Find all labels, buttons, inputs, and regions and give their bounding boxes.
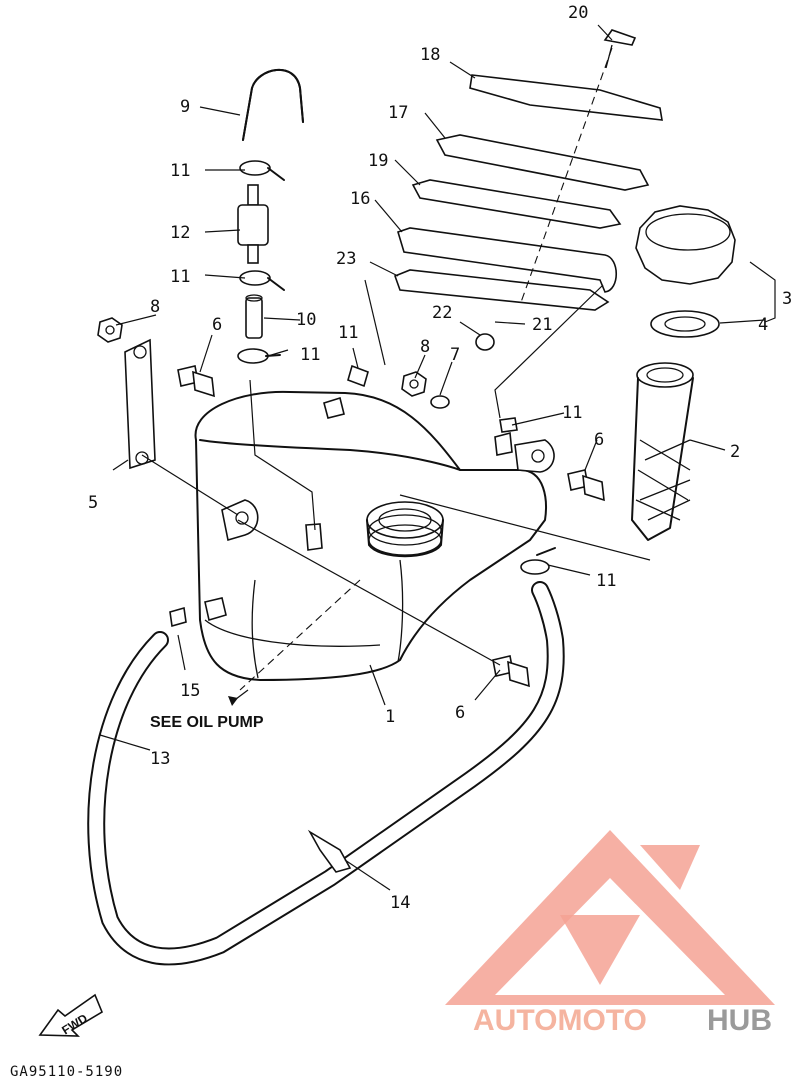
hose-clamps bbox=[237, 160, 556, 575]
fwd-arrow-icon: FWD bbox=[38, 993, 104, 1037]
callout-2: 2 bbox=[730, 442, 740, 462]
strainer bbox=[631, 362, 694, 541]
callout-20: 20 bbox=[568, 3, 588, 23]
callout-11f: 11 bbox=[596, 571, 616, 591]
tank-cap bbox=[635, 205, 736, 285]
callout-6c: 6 bbox=[455, 703, 465, 723]
callout-3: 3 bbox=[782, 289, 792, 309]
callout-11e: 11 bbox=[562, 403, 582, 423]
callout-17: 17 bbox=[388, 103, 408, 123]
cover-plates bbox=[393, 29, 663, 311]
callout-8a: 8 bbox=[150, 297, 160, 317]
callout-4: 4 bbox=[758, 315, 768, 335]
callout-labels: 1 2 3 4 5 6 6 6 7 8 8 9 10 11 11 11 11 1… bbox=[88, 3, 792, 913]
callout-10: 10 bbox=[296, 310, 316, 330]
callout-6b: 6 bbox=[594, 430, 604, 450]
callout-6a: 6 bbox=[212, 315, 222, 335]
return-hose bbox=[87, 581, 565, 966]
callout-11a: 11 bbox=[170, 161, 190, 181]
leader-lines bbox=[99, 24, 776, 891]
cap-seal bbox=[650, 310, 720, 338]
watermark-brand-part1: AUTOMOTO bbox=[473, 1004, 647, 1037]
callout-12: 12 bbox=[170, 223, 190, 243]
callout-21: 21 bbox=[532, 315, 552, 335]
callout-9: 9 bbox=[180, 97, 190, 117]
bracket bbox=[124, 338, 156, 470]
callout-11d: 11 bbox=[338, 323, 358, 343]
inline-filter bbox=[237, 184, 269, 264]
callout-1: 1 bbox=[385, 707, 395, 727]
watermark-text: AUTOMOTO HUB bbox=[473, 1004, 772, 1037]
see-oil-pump-note: SEE OIL PUMP bbox=[150, 714, 264, 731]
callout-22: 22 bbox=[432, 303, 452, 323]
watermark-brand-part2: HUB bbox=[707, 1004, 772, 1037]
oil-tank bbox=[194, 390, 555, 681]
note-arrowhead-icon bbox=[228, 696, 238, 706]
bolts-and-nuts bbox=[97, 317, 605, 688]
callout-14: 14 bbox=[390, 893, 410, 913]
callout-16: 16 bbox=[350, 189, 370, 209]
callout-13: 13 bbox=[150, 749, 170, 769]
callout-23: 23 bbox=[336, 249, 356, 269]
breather-hose bbox=[242, 69, 304, 141]
short-tube bbox=[245, 294, 263, 339]
callout-11c: 11 bbox=[300, 345, 320, 365]
watermark-logo bbox=[445, 830, 775, 1005]
callout-15: 15 bbox=[180, 681, 200, 701]
callout-5: 5 bbox=[88, 493, 98, 513]
callout-11b: 11 bbox=[170, 267, 190, 287]
callout-8b: 8 bbox=[420, 337, 430, 357]
diagram-code: GA95110-5190 bbox=[10, 1064, 123, 1080]
callout-7: 7 bbox=[450, 345, 460, 365]
callout-19: 19 bbox=[368, 151, 388, 171]
callout-18: 18 bbox=[420, 45, 440, 65]
